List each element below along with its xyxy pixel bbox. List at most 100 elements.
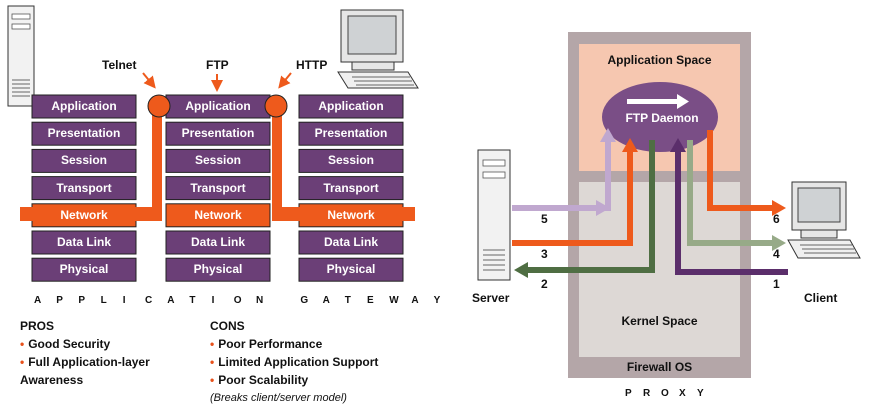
- proxy-letter: R: [643, 388, 651, 399]
- layer-box-session: [298, 148, 404, 173]
- layer-box-transport: [298, 176, 404, 201]
- bullet-icon: •: [20, 337, 25, 351]
- layer-box-presentation: [165, 121, 271, 146]
- layer-box-network: [165, 203, 271, 228]
- desktop-computer-icon: [337, 9, 419, 89]
- client-label: Client: [804, 291, 838, 305]
- protocol-label-telnet: Telnet: [102, 58, 137, 72]
- caption-letter: G: [300, 295, 309, 306]
- layer-label-transport: Transport: [56, 180, 112, 195]
- proxy-letter: P: [625, 388, 632, 399]
- caption-letter: P: [56, 295, 63, 306]
- caption-letter: T: [344, 295, 351, 306]
- pros-item-text: Full Application-layer: [28, 355, 150, 369]
- step-number-6: 6: [773, 212, 780, 226]
- layer-box-physical: [298, 257, 404, 282]
- bullet-icon: •: [20, 355, 25, 369]
- layer-label-presentation: Presentation: [314, 126, 388, 141]
- layer-label-application: Application: [318, 99, 384, 113]
- bullet-icon: •: [210, 355, 215, 369]
- layer-label-presentation: Presentation: [181, 126, 255, 141]
- caption-letter: A: [34, 295, 42, 306]
- layer-box-session: [31, 148, 137, 173]
- layer-label-physical: Physical: [193, 262, 243, 277]
- proxy-letter: Y: [697, 388, 704, 399]
- pros-item-text: Good Security: [28, 337, 111, 351]
- layer-label-network: Network: [194, 207, 242, 222]
- layer-label-session: Session: [327, 153, 375, 168]
- caption-letter: A: [167, 295, 175, 306]
- cons-item: •Poor Scalability: [210, 372, 308, 389]
- caption-letter: C: [145, 295, 153, 306]
- caption-letter: W: [389, 295, 399, 306]
- layer-label-data-link: Data Link: [323, 235, 378, 249]
- protocol-arrows: [142, 72, 292, 92]
- layer-box-application: [298, 94, 404, 119]
- layer-label-session: Session: [194, 153, 242, 168]
- caption-letter: A: [411, 295, 419, 306]
- layer-label-network: Network: [60, 207, 108, 222]
- cons-item-text: Poor Performance: [218, 337, 323, 351]
- caption-letter: I: [211, 295, 215, 306]
- pros-heading: PROS: [20, 319, 55, 333]
- layer-label-session: Session: [60, 153, 108, 168]
- cons-item-text: Poor Scalability: [218, 373, 309, 387]
- flow-arrows: [512, 128, 788, 278]
- ftp-daemon-label: FTP Daemon: [625, 111, 699, 125]
- caption-letter: L: [100, 295, 107, 306]
- layer-label-data-link: Data Link: [56, 235, 111, 249]
- bullet-icon: •: [210, 373, 215, 387]
- application-space-label: Application Space: [607, 53, 712, 67]
- caption-letter: T: [189, 295, 196, 306]
- cons-item: •Limited Application Support: [210, 354, 378, 371]
- caption-letter: O: [233, 295, 242, 306]
- caption-letter: P: [78, 295, 86, 306]
- caption-letter: Y: [433, 295, 441, 306]
- pros-item: •Good Security: [20, 336, 110, 353]
- proxy-letter: X: [679, 388, 686, 399]
- layer-label-presentation: Presentation: [47, 126, 121, 141]
- step-number-2: 2: [541, 277, 548, 291]
- layer-box-session: [165, 148, 271, 173]
- caption-letter: I: [122, 295, 126, 306]
- layer-label-physical: Physical: [326, 262, 376, 277]
- layer-label-application: Application: [51, 99, 117, 113]
- layer-label-application: Application: [185, 99, 251, 113]
- caption-letter: N: [256, 295, 264, 306]
- osi-stacks: [31, 94, 404, 282]
- server-tower-icon: [7, 5, 35, 107]
- step-number-4: 4: [773, 247, 780, 261]
- cons-heading: CONS: [210, 319, 245, 333]
- caption-letter: E: [367, 295, 374, 306]
- layer-box-transport: [165, 176, 271, 201]
- kernel-space-label: Kernel Space: [621, 314, 698, 328]
- layer-label-transport: Transport: [190, 180, 246, 195]
- firewall-os-label: Firewall OS: [626, 360, 693, 374]
- gateway-path: [20, 94, 415, 221]
- cons-item: •Poor Performance: [210, 336, 322, 353]
- server-label: Server: [472, 291, 510, 305]
- layer-box-physical: [165, 257, 271, 282]
- protocol-label-ftp: FTP: [206, 58, 229, 72]
- cons-note: (Breaks client/server model): [210, 392, 347, 404]
- layer-box-physical: [31, 257, 137, 282]
- step-number-3: 3: [541, 247, 548, 261]
- proxy-letter: O: [661, 388, 669, 399]
- desktop-computer-icon: [787, 181, 861, 259]
- cons-item-text: Limited Application Support: [218, 355, 379, 369]
- bullet-icon: •: [210, 337, 215, 351]
- layer-box-data-link: [298, 230, 404, 255]
- layer-label-physical: Physical: [59, 262, 109, 277]
- step-number-5: 5: [541, 212, 548, 226]
- layer-label-transport: Transport: [323, 180, 379, 195]
- layer-label-network: Network: [327, 207, 375, 222]
- caption-letter: A: [322, 295, 330, 306]
- layer-box-data-link: [31, 230, 137, 255]
- pros-continuation: Awareness: [20, 373, 84, 387]
- layer-box-transport: [31, 176, 137, 201]
- layer-box-application: [31, 94, 137, 119]
- layer-box-data-link: [165, 230, 271, 255]
- layer-label-data-link: Data Link: [190, 235, 245, 249]
